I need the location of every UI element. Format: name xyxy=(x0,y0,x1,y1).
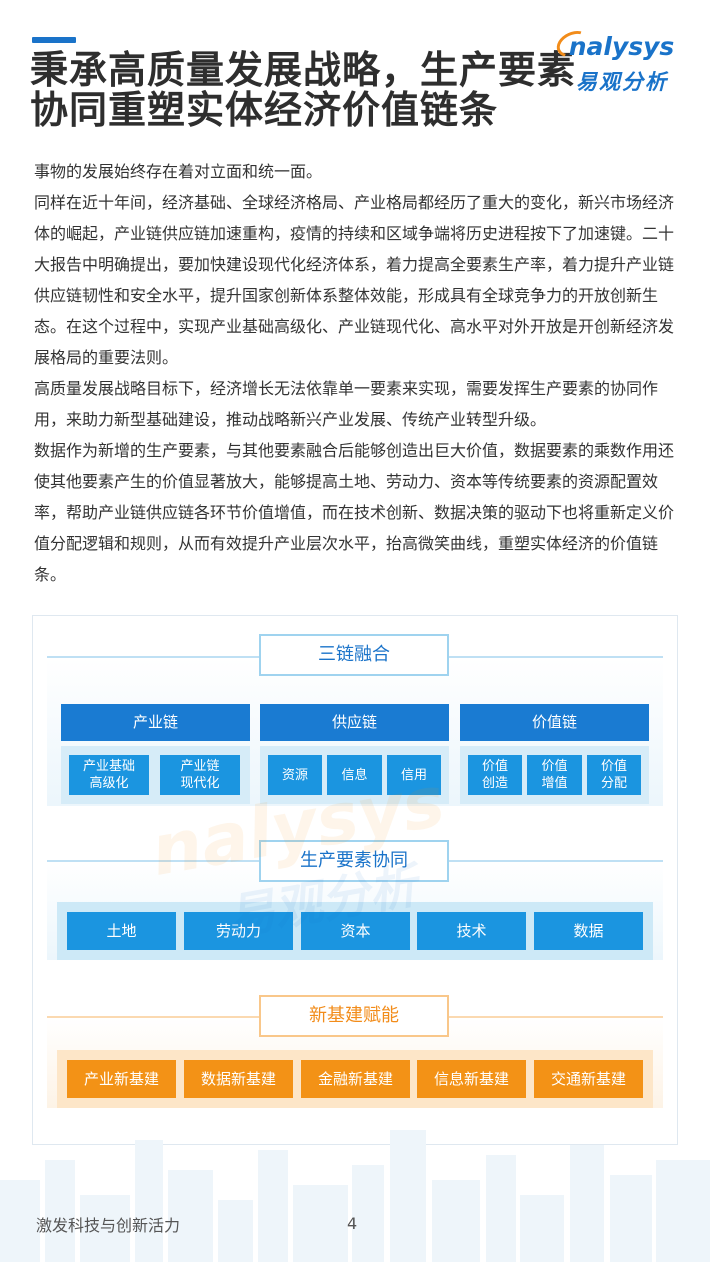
infrastructure-box: 金融新基建 xyxy=(301,1060,410,1098)
infrastructure-box: 数据新基建 xyxy=(184,1060,293,1098)
infrastructure-box: 信息新基建 xyxy=(417,1060,526,1098)
chain-item: 产业基础 高级化 xyxy=(69,755,149,795)
factor-box: 劳动力 xyxy=(184,912,293,950)
chain-header-supply: 供应链 xyxy=(260,704,449,741)
section-title-new-infrastructure: 新基建赋能 xyxy=(259,995,449,1037)
section-title-factor-synergy: 生产要素协同 xyxy=(259,840,449,882)
title-accent-bar xyxy=(32,37,76,43)
body-text: 事物的发展始终存在着对立面和统一面。 同样在近十年间，经济基础、全球经济格局、产… xyxy=(34,156,674,590)
chain-group-supply: 资源 信息 信用 xyxy=(260,746,449,804)
chain-item: 价值 创造 xyxy=(468,755,522,795)
page-title-line-1: 秉承高质量发展战略，生产要素 xyxy=(30,48,577,92)
chain-item: 资源 xyxy=(268,755,322,795)
infrastructure-box: 交通新基建 xyxy=(534,1060,643,1098)
factor-box: 技术 xyxy=(417,912,526,950)
infrastructure-row: 产业新基建 数据新基建 金融新基建 信息新基建 交通新基建 xyxy=(57,1050,653,1108)
chain-group-industry: 产业基础 高级化 产业链 现代化 xyxy=(61,746,250,804)
page-title: 秉承高质量发展战略，生产要素 协同重塑实体经济价值链条 xyxy=(30,50,590,130)
footer-section-title: 激发科技与创新活力 xyxy=(36,1216,181,1235)
chain-item: 价值 分配 xyxy=(587,755,641,795)
factor-box: 数据 xyxy=(534,912,643,950)
value-chain-diagram: 三链融合 产业链 供应链 价值链 产业基础 高级化 产业链 现代化 资源 信息 … xyxy=(32,615,678,1145)
paragraph: 高质量发展战略目标下，经济增长无法依靠单一要素来实现，需要发挥生产要素的协同作用… xyxy=(34,379,659,429)
factor-box: 土地 xyxy=(67,912,176,950)
analysys-logo: nalysys 易观分析 xyxy=(552,25,685,98)
paragraph: 数据作为新增的生产要素，与其他要素融合后能够创造出巨大价值，数据要素的乘数作用还… xyxy=(34,441,675,584)
chain-item: 信息 xyxy=(327,755,382,795)
section-title-three-chains: 三链融合 xyxy=(259,634,449,676)
logo-text-cn: 易观分析 xyxy=(576,70,668,94)
factor-row: 土地 劳动力 资本 技术 数据 xyxy=(57,902,653,960)
infrastructure-box: 产业新基建 xyxy=(67,1060,176,1098)
factor-box: 资本 xyxy=(301,912,410,950)
paragraph: 同样在近十年间，经济基础、全球经济格局、产业格局都经历了重大的变化，新兴市场经济… xyxy=(34,193,675,367)
page-title-line-2: 协同重塑实体经济价值链条 xyxy=(30,88,499,132)
chain-header-value: 价值链 xyxy=(460,704,649,741)
page-number: 4 xyxy=(347,1214,358,1233)
paragraph: 事物的发展始终存在着对立面和统一面。 xyxy=(34,162,323,181)
chain-item: 产业链 现代化 xyxy=(160,755,240,795)
chain-header-industry: 产业链 xyxy=(61,704,250,741)
chain-item: 价值 增值 xyxy=(527,755,582,795)
logo-text-en: nalysys xyxy=(568,32,675,61)
chain-group-value: 价值 创造 价值 增值 价值 分配 xyxy=(460,746,649,804)
chain-item: 信用 xyxy=(387,755,441,795)
